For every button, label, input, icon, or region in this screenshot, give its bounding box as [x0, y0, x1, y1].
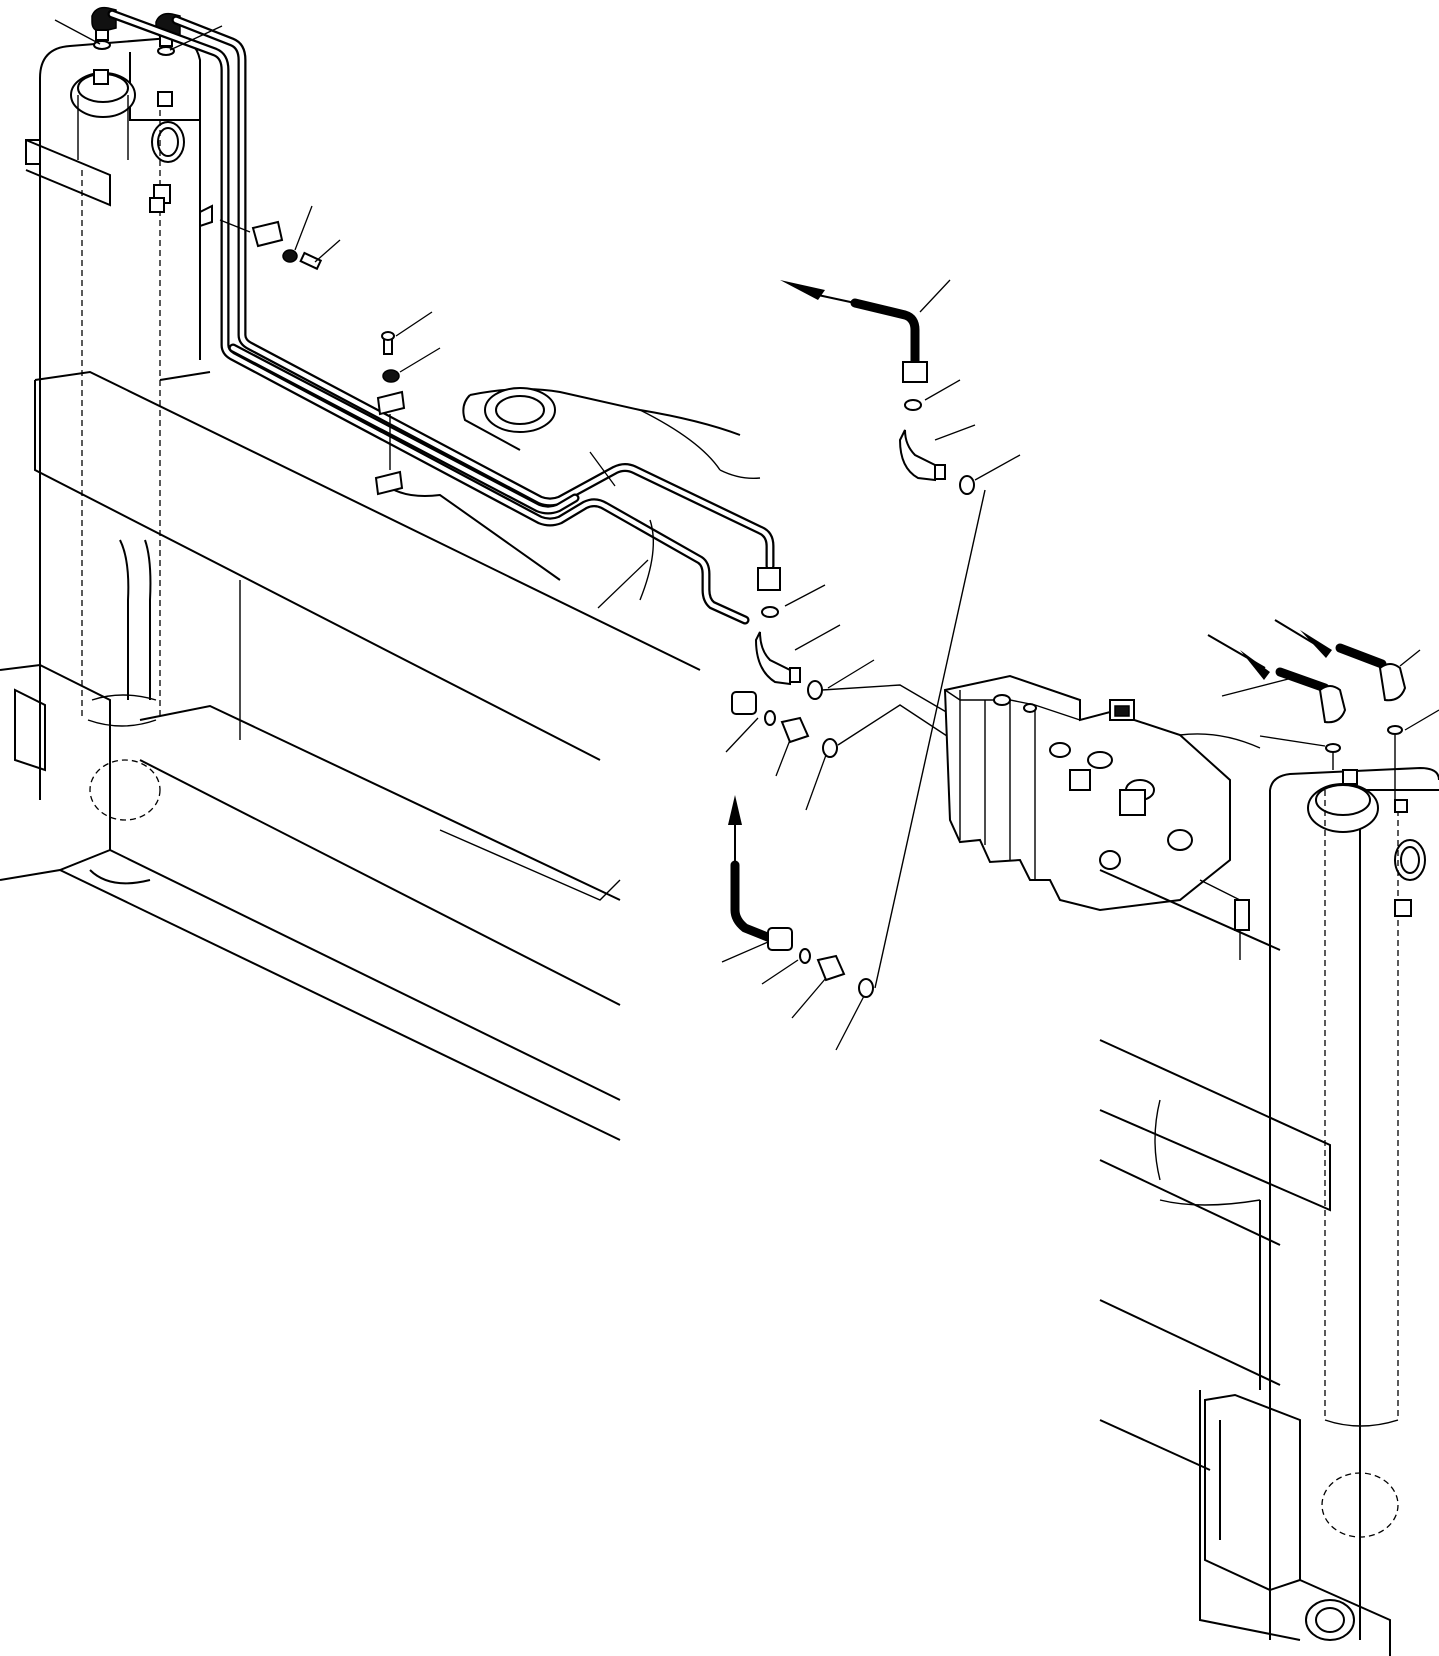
right-lift-cylinder	[1204, 766, 1439, 1656]
flow-arrow-icon	[1240, 650, 1270, 680]
flow-arrow-icon	[780, 280, 825, 300]
right-frame	[1099, 869, 1331, 1641]
center-housing	[462, 387, 761, 601]
right-cylinder-fittings	[1207, 619, 1407, 800]
flow-arrow-icon	[728, 795, 742, 825]
callout-leaders	[54, 19, 1439, 1051]
control-valve	[943, 674, 1261, 960]
lower-pipe-assembly	[728, 795, 874, 998]
left-lift-cylinder	[25, 36, 201, 821]
middle-fittings	[731, 567, 838, 758]
left-pipe-bundle	[107, 9, 775, 625]
upper-pipe-assembly	[780, 280, 975, 495]
pipe-clamps	[199, 204, 406, 496]
left-frame	[0, 370, 701, 1141]
connection-lines	[821, 489, 986, 989]
